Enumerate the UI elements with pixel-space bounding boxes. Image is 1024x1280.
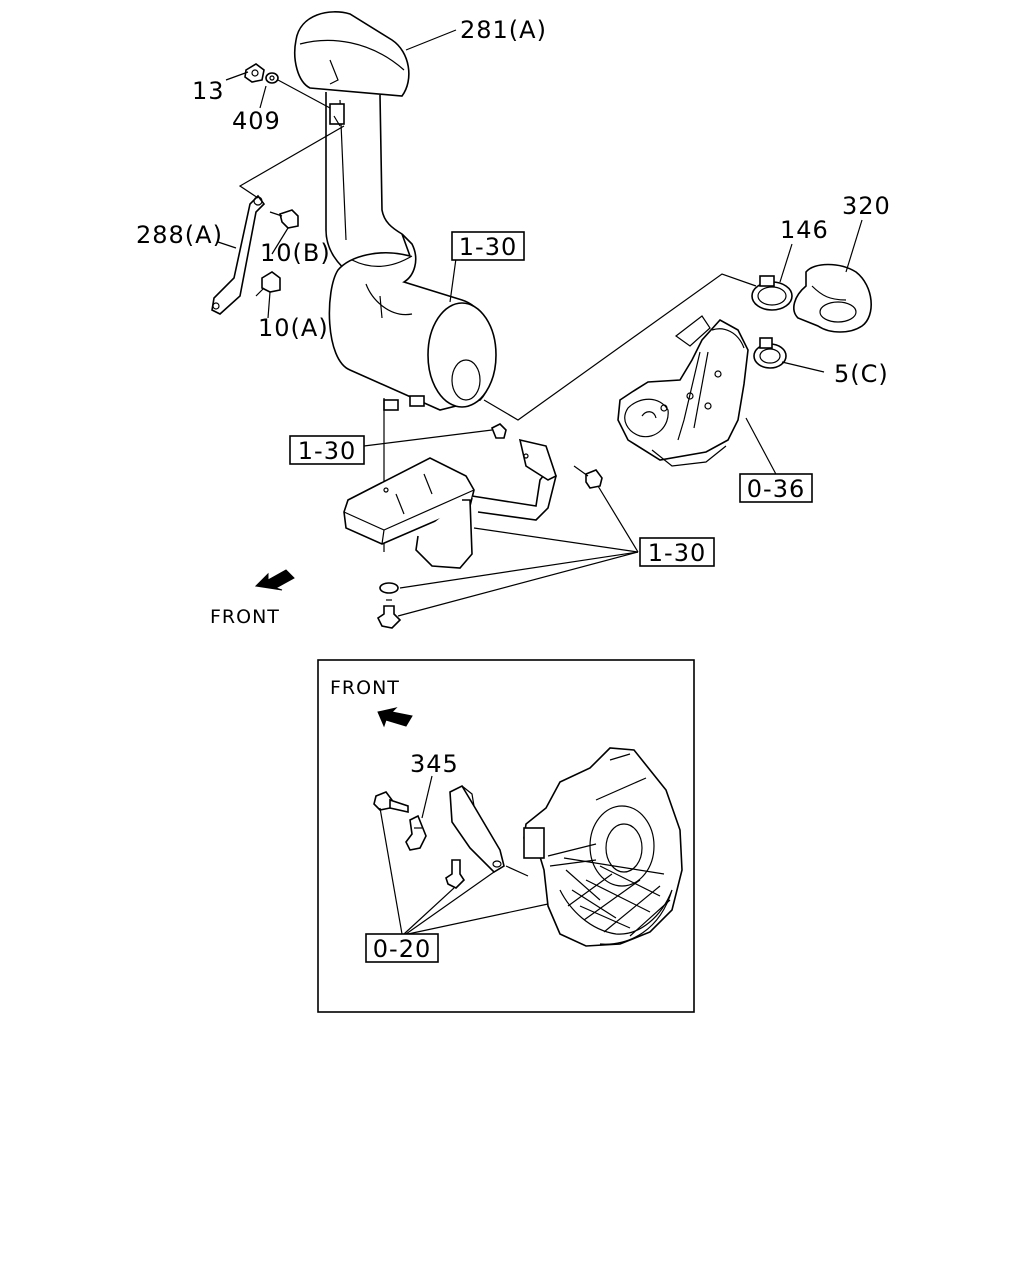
ref-box-1-30-right[interactable]: 1-30 xyxy=(639,537,715,567)
part-label-13: 13 xyxy=(192,77,225,105)
part-label-345: 345 xyxy=(410,750,459,778)
ref-label: 0-20 xyxy=(373,935,431,963)
front-label: FRONT xyxy=(330,677,400,699)
washer-409 xyxy=(265,72,279,84)
leaders-right xyxy=(483,219,863,479)
hose-320 xyxy=(793,263,872,333)
air-intake-duct xyxy=(294,11,410,276)
front-arrow-icon xyxy=(254,569,295,591)
nut-13 xyxy=(244,63,265,83)
bolt-lower xyxy=(445,859,466,889)
ref-box-0-20[interactable]: 0-20 xyxy=(365,933,439,963)
ref-label: 1-30 xyxy=(459,233,517,261)
inset-panel: FRONT xyxy=(317,659,695,1013)
part-label-409: 409 xyxy=(232,107,281,135)
part-label-288a: 288(A) xyxy=(136,221,223,249)
part-label-281a: 281(A) xyxy=(460,16,547,44)
ref-label: 1-30 xyxy=(298,437,356,465)
bolt-10a xyxy=(255,271,281,297)
front-indicator-inset: FRONT xyxy=(330,677,413,728)
flywheel-housing xyxy=(523,747,683,947)
turbocharger xyxy=(617,315,749,467)
ref-label: 1-30 xyxy=(648,539,706,567)
part-label-10a: 10(A) xyxy=(258,314,329,342)
bracket-bolts xyxy=(376,423,603,629)
ref-box-1-30-top[interactable]: 1-30 xyxy=(451,231,525,261)
part-label-10b: 10(B) xyxy=(260,239,331,267)
clamp-5c xyxy=(753,337,787,369)
bolt-upper xyxy=(373,791,409,813)
air-cleaner-bracket xyxy=(343,438,557,569)
air-cleaner xyxy=(328,233,497,411)
ref-box-1-30-mid[interactable]: 1-30 xyxy=(289,435,365,465)
ref-box-0-36[interactable]: 0-36 xyxy=(739,473,813,503)
leaders-bracket xyxy=(363,429,639,617)
leaders-inset xyxy=(379,775,549,935)
ref-label: 0-36 xyxy=(747,475,805,503)
part-label-146: 146 xyxy=(780,216,829,244)
clip-345 xyxy=(405,814,427,851)
part-label-320: 320 xyxy=(842,192,891,220)
housing-ribs xyxy=(563,857,671,937)
bolt-10b xyxy=(269,209,299,229)
clamp-146 xyxy=(751,275,793,311)
stay-bracket xyxy=(449,784,505,874)
front-label: FRONT xyxy=(210,606,280,628)
part-label-5c: 5(C) xyxy=(834,360,889,388)
front-indicator-main: FRONT xyxy=(210,569,295,628)
stay-288a xyxy=(211,194,266,315)
front-arrow-icon xyxy=(377,707,413,728)
